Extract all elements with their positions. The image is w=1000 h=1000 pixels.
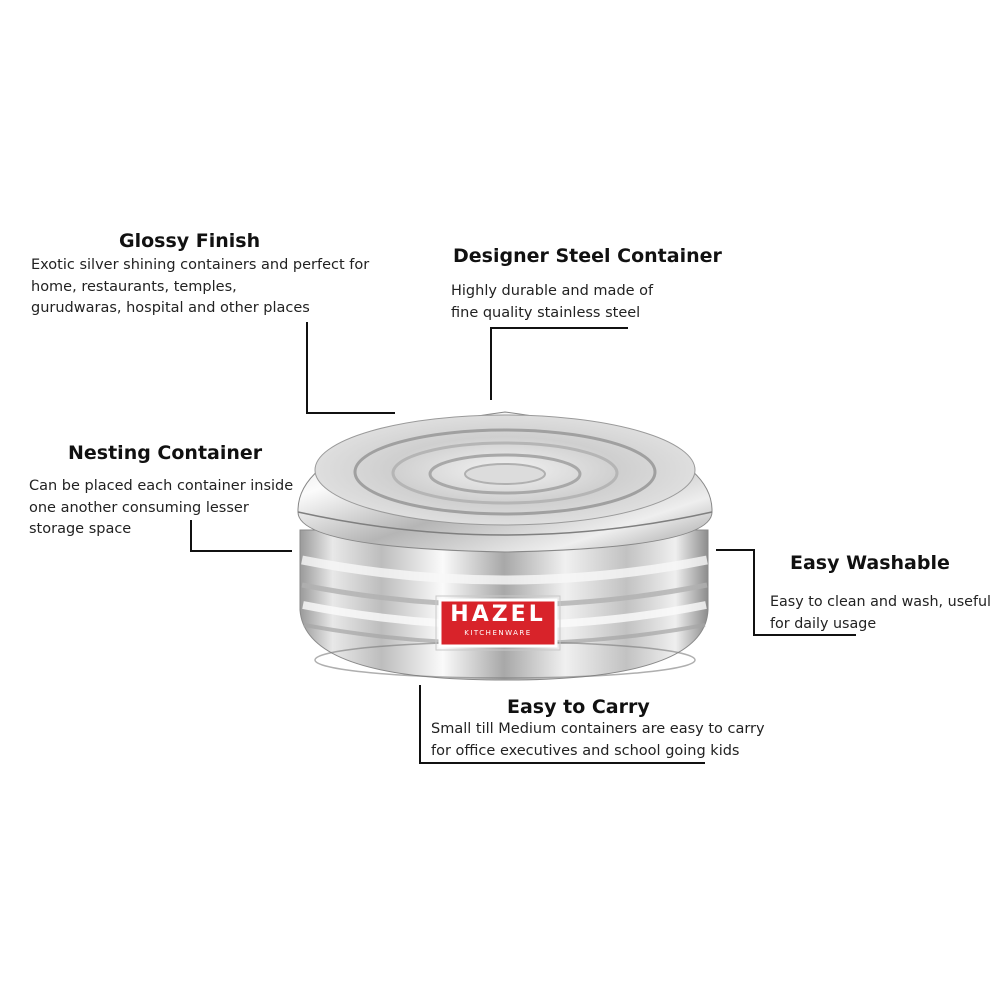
glossy-finish-description: Exotic silver shining containers and per… bbox=[31, 257, 370, 316]
easy-to-carry-title: Easy to Carry bbox=[507, 696, 650, 718]
hazel-logo-badge bbox=[435, 595, 561, 651]
designer-steel-description: Highly durable and made of fine quality … bbox=[451, 283, 654, 321]
brand-logo-text: HAZEL bbox=[450, 602, 546, 627]
container-lid bbox=[297, 411, 713, 553]
glossy-finish-title: Glossy Finish bbox=[119, 230, 261, 252]
nesting-container-description: Can be placed each container inside one … bbox=[29, 478, 294, 537]
easy-washable-title: Easy Washable bbox=[790, 552, 950, 574]
nesting-container-title: Nesting Container bbox=[68, 442, 263, 464]
easy-washable-description: Easy to clean and wash, useful for daily… bbox=[770, 594, 992, 632]
easy-to-carry-description: Small till Medium containers are easy to… bbox=[431, 721, 765, 759]
designer-steel-title: Designer Steel Container bbox=[453, 245, 722, 267]
brand-logo-subtext: KITCHENWARE bbox=[464, 629, 532, 637]
